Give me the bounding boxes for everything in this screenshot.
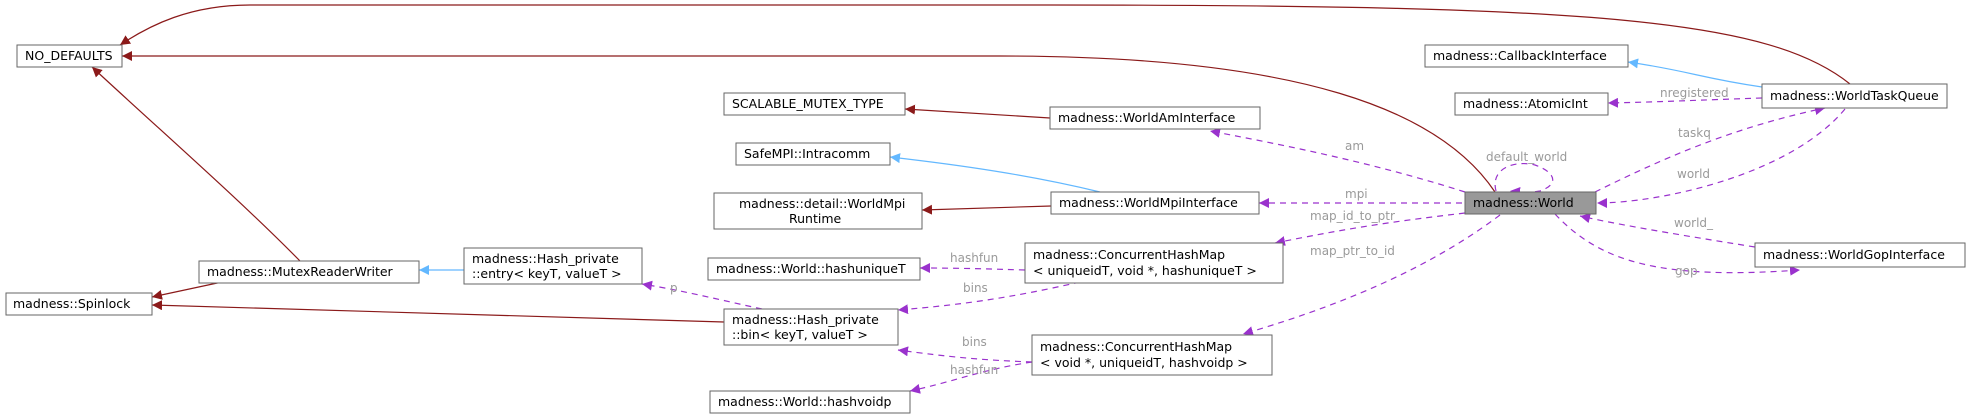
node-concurrent-hashmap-voidp[interactable]: madness::ConcurrentHashMap < void *, uni… [1031, 334, 1273, 376]
edge-label-p: p [670, 281, 678, 295]
node-world-task-queue[interactable]: madness::WorldTaskQueue [1761, 83, 1948, 109]
edge-mutexrw-to-no-defaults [91, 66, 301, 262]
svg-text:madness::World: madness::World [1473, 195, 1574, 210]
edge-mpiinterface-to-detail-worldmpi [921, 204, 1052, 215]
edge-label-default-world: default_world [1486, 150, 1567, 164]
edge-chm-uid-hashfun [919, 263, 1026, 274]
edge-label-map-ptr-to-id: map_ptr_to_id [1310, 244, 1395, 258]
svg-text:madness::ConcurrentHashMap: madness::ConcurrentHashMap [1040, 339, 1232, 354]
edge-label-nregistered: nregistered [1660, 86, 1729, 100]
edge-world-map-id-to-ptr [1274, 212, 1466, 246]
edge-label-world: world [1677, 167, 1710, 181]
node-world-mpi-interface[interactable]: madness::WorldMpiInterface [1050, 191, 1260, 215]
edge-label-gop: gop [1675, 264, 1698, 278]
svg-text:NO_DEFAULTS: NO_DEFAULTS [25, 48, 113, 63]
svg-text:madness::WorldAmInterface: madness::WorldAmInterface [1058, 110, 1236, 125]
node-detail-worldmpi-runtime[interactable]: madness::detail::WorldMpi Runtime [713, 192, 923, 230]
edge-label-bins-ptr: bins [962, 335, 987, 349]
node-world[interactable]: madness::World [1464, 191, 1597, 215]
edge-taskqueue-nregistered [1607, 97, 1763, 108]
svg-text:madness::WorldMpiInterface: madness::WorldMpiInterface [1059, 195, 1238, 210]
node-mutex-reader-writer[interactable]: madness::MutexReaderWriter [198, 260, 420, 284]
svg-text:madness::AtomicInt: madness::AtomicInt [1463, 96, 1588, 111]
edge-chm-ptr-hashfun [909, 361, 1033, 394]
edge-taskqueue-to-callback [1627, 58, 1763, 88]
node-safempi-intracomm[interactable]: SafeMPI::Intracomm [735, 142, 891, 166]
edge-label-bins-uid: bins [963, 281, 988, 295]
node-world-gop-interface[interactable]: madness::WorldGopInterface [1754, 242, 1966, 268]
node-concurrent-hashmap-uniqueid[interactable]: madness::ConcurrentHashMap < uniqueidT, … [1024, 242, 1284, 284]
svg-text:Runtime: Runtime [789, 211, 842, 226]
edge-world-map-ptr-to-id [1242, 214, 1501, 337]
node-world-hashvoidp[interactable]: madness::World::hashvoidp [709, 390, 911, 414]
svg-text:::bin< keyT, valueT >: ::bin< keyT, valueT > [732, 327, 868, 342]
edge-label-taskq: taskq [1678, 126, 1711, 140]
edges [91, 4, 1851, 394]
edge-world-am [1209, 127, 1466, 193]
svg-text:madness::ConcurrentHashMap: madness::ConcurrentHashMap [1033, 247, 1225, 262]
svg-text:madness::World::hashuniqueT: madness::World::hashuniqueT [716, 261, 906, 276]
edge-label-hashfun-uid: hashfun [950, 251, 998, 265]
svg-text:SafeMPI::Intracomm: SafeMPI::Intracomm [744, 146, 870, 161]
edge-aminterface-to-scalable-mutex [904, 104, 1051, 119]
edge-label-mpi: mpi [1345, 187, 1368, 201]
edge-mutexrw-to-spinlock [151, 281, 223, 300]
node-hash-private-entry[interactable]: madness::Hash_private ::entry< keyT, val… [463, 247, 643, 285]
svg-text:::entry< keyT, valueT >: ::entry< keyT, valueT > [472, 266, 622, 281]
svg-text:< uniqueidT, void *, hashuniqu: < uniqueidT, void *, hashuniqueT > [1033, 263, 1257, 278]
edge-labels: am mpi default_world map_id_to_ptr map_p… [670, 86, 1729, 377]
edge-world-gop [1554, 213, 1801, 276]
edge-label-hashfun-ptr: hashfun [950, 363, 998, 377]
edge-label-map-id-to-ptr: map_id_to_ptr [1310, 209, 1395, 223]
svg-text:madness::detail::WorldMpi: madness::detail::WorldMpi [739, 196, 905, 211]
edge-hashbin-p [641, 280, 763, 310]
edge-taskqueue-world-world [1596, 108, 1846, 208]
svg-text:madness::Spinlock: madness::Spinlock [13, 296, 131, 311]
edge-gop-world [1579, 213, 1756, 248]
edge-chm-ptr-bins [897, 346, 1033, 363]
edge-chm-uid-bins [897, 281, 1081, 315]
svg-text:madness::WorldGopInterface: madness::WorldGopInterface [1763, 247, 1945, 262]
svg-text:< void *, uniqueidT, hashvoidp: < void *, uniqueidT, hashvoidp > [1040, 355, 1248, 370]
svg-text:madness::Hash_private: madness::Hash_private [472, 251, 619, 266]
svg-text:madness::MutexReaderWriter: madness::MutexReaderWriter [207, 264, 394, 279]
edge-mpiinterface-to-intracomm [889, 153, 1101, 193]
node-callback-interface[interactable]: madness::CallbackInterface [1424, 44, 1629, 68]
svg-text:madness::World::hashvoidp: madness::World::hashvoidp [718, 394, 892, 409]
edge-taskqueue-to-no-defaults [119, 4, 1851, 85]
svg-text:madness::Hash_private: madness::Hash_private [732, 312, 879, 327]
edge-taskqueue-world-taskq [1594, 105, 1826, 193]
svg-text:SCALABLE_MUTEX_TYPE: SCALABLE_MUTEX_TYPE [732, 96, 884, 111]
edge-hashbin-to-spinlock [151, 300, 725, 323]
node-world-am-interface[interactable]: madness::WorldAmInterface [1049, 106, 1261, 130]
node-atomicint[interactable]: madness::AtomicInt [1454, 92, 1609, 116]
svg-text:madness::CallbackInterface: madness::CallbackInterface [1433, 48, 1607, 63]
svg-text:madness::WorldTaskQueue: madness::WorldTaskQueue [1770, 88, 1939, 103]
node-hash-private-bin[interactable]: madness::Hash_private ::bin< keyT, value… [723, 308, 899, 346]
edge-world-default-world [1494, 163, 1554, 197]
node-spinlock[interactable]: madness::Spinlock [5, 292, 153, 316]
edge-world-to-no-defaults [122, 51, 1496, 193]
edge-label-am: am [1345, 139, 1364, 153]
node-no-defaults[interactable]: NO_DEFAULTS [16, 44, 123, 68]
node-scalable-mutex-type[interactable]: SCALABLE_MUTEX_TYPE [723, 92, 906, 116]
node-world-hashuniquet[interactable]: madness::World::hashuniqueT [707, 257, 921, 281]
edge-label-world-underscore: world_ [1674, 216, 1714, 230]
